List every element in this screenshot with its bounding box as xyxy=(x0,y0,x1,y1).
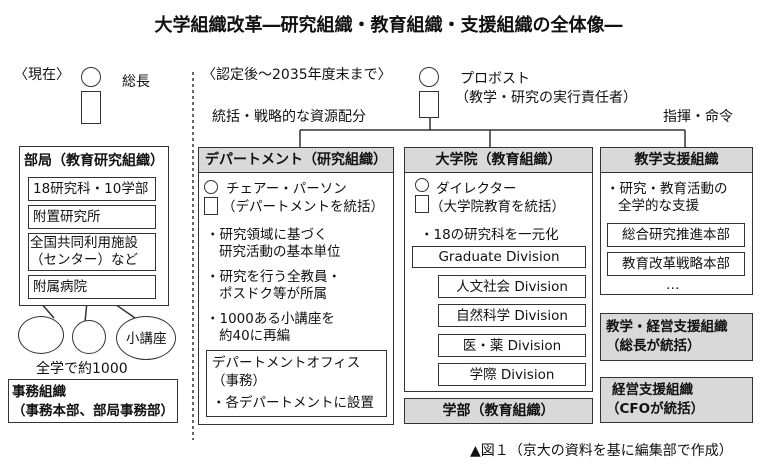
gakubu-label: 学部（教育組織） xyxy=(442,403,555,419)
chair-sub: （デパートメントを統括） xyxy=(222,199,384,215)
division-label-2: 自然科学 Division xyxy=(456,308,568,324)
director-label: ダイレクター xyxy=(436,181,517,197)
chair-body xyxy=(204,197,218,215)
bukyoku-item-3-label: 全国共同利用施設 （センター）など xyxy=(30,235,138,268)
koza-circle-2 xyxy=(72,320,106,354)
kyogaku-label-a: 教学・経営支援組織 xyxy=(606,319,728,335)
support-header: 教学支援組織 xyxy=(600,147,753,173)
provost-body xyxy=(419,91,439,118)
keiei-label-a: 経営支援組織 xyxy=(612,382,693,398)
division-box-2 xyxy=(438,304,586,327)
jimu-sub: （事務本部、部局事務部） xyxy=(12,403,174,419)
dept-bullet-2a: ・研究を行う全教員・ xyxy=(206,269,341,285)
bukyoku-item-4 xyxy=(28,275,156,299)
dept-office-b: （事務） xyxy=(212,373,266,389)
division-label-3: 医・薬 Division xyxy=(462,338,562,354)
kyogaku-box xyxy=(600,313,753,361)
provost-head xyxy=(419,67,439,87)
kyogaku-label-b: （総長が統括） xyxy=(606,338,701,354)
division-box-4 xyxy=(438,363,586,386)
page-title: 大学組織改革―研究組織・教育組織・支援組織の全体像― xyxy=(154,15,623,36)
dept-bullet-3a: ・1000ある小講座を xyxy=(206,311,335,327)
zengaku-label: 全学で約1000 xyxy=(36,361,128,377)
dept-bullet-1b: 研究活動の基本単位 xyxy=(219,244,341,260)
division-label-1: 人文社会 Division xyxy=(456,279,568,295)
figure-caption: ▲図１（京大の資料を基に編集部で作成） xyxy=(470,443,733,459)
support-unit-1 xyxy=(607,223,745,247)
after-label: 〈認定後～2035年度末まで〉 xyxy=(202,67,392,83)
bukyoku-item-2 xyxy=(28,205,156,229)
president-label: 総長 xyxy=(122,74,150,90)
chair-head xyxy=(204,180,218,194)
dept-office-box xyxy=(206,350,387,417)
allocation-label: 統括・戦略的な資源配分 xyxy=(212,109,366,125)
gd-box xyxy=(412,246,586,268)
support-unit-2 xyxy=(607,252,745,276)
koza-circle-3 xyxy=(116,316,176,360)
director-sub: （大学院教育を統括） xyxy=(430,199,565,215)
bukyoku-item-4-label: 附属病院 xyxy=(33,279,87,295)
bukyoku-item-1-label: 18研究科・10学部 xyxy=(33,181,149,197)
support-bullet-a: ・研究・教育活動の xyxy=(606,181,728,197)
president-body xyxy=(81,91,101,124)
jimu-title: 事務組織 xyxy=(12,384,66,400)
dept-bullet-1a: ・研究領域に基づく xyxy=(206,227,328,243)
bukyoku-item-1 xyxy=(28,177,156,201)
command-label: 指揮・命令 xyxy=(663,109,733,125)
provost-label: プロボスト xyxy=(460,71,530,87)
keiei-label-b: （CFOが統括） xyxy=(606,401,705,417)
dept-office-c: ・各デパートメントに設置 xyxy=(212,395,374,411)
chair-label: チェアー・パーソン xyxy=(226,181,347,197)
dept-bullet-2b: ポスドク等が所属 xyxy=(219,286,327,302)
president-head xyxy=(81,67,101,87)
grad-header: 大学院（教育組織） xyxy=(404,147,593,173)
support-unit-1-label: 総合研究推進本部 xyxy=(622,227,730,243)
division-box-3 xyxy=(438,334,586,357)
provost-sub: （教学・研究の実行責任者） xyxy=(455,90,637,106)
division-box-1 xyxy=(438,275,586,298)
gakubu-box xyxy=(404,398,593,424)
bukyoku-item-3 xyxy=(28,233,156,271)
koza-circle-1 xyxy=(18,316,64,354)
support-bullet-b: 全学的な支援 xyxy=(618,198,699,214)
dept-bullet-3b: 約40に再編 xyxy=(219,328,291,344)
jimu-box xyxy=(8,379,178,423)
grad-bullet: ・18の研究科を一元化 xyxy=(420,227,559,243)
division-label-4: 学際 Division xyxy=(469,367,555,383)
bukyoku-header: 部局（教育研究組織） xyxy=(24,153,164,169)
current-label: 〈現在〉 xyxy=(14,67,70,83)
dept-office-a: デパートメントオフィス xyxy=(212,355,361,371)
director-body xyxy=(415,195,429,213)
support-dots: … xyxy=(666,277,680,293)
gd-label: Graduate Division xyxy=(438,249,560,265)
director-head xyxy=(415,178,429,192)
bukyoku-item-2-label: 附置研究所 xyxy=(33,209,101,225)
dept-header: デパートメント（研究組織） xyxy=(198,147,394,173)
support-unit-2-label: 教育改革戦略本部 xyxy=(622,256,730,272)
koza-label: 小講座 xyxy=(126,331,167,347)
keiei-box xyxy=(600,377,753,423)
